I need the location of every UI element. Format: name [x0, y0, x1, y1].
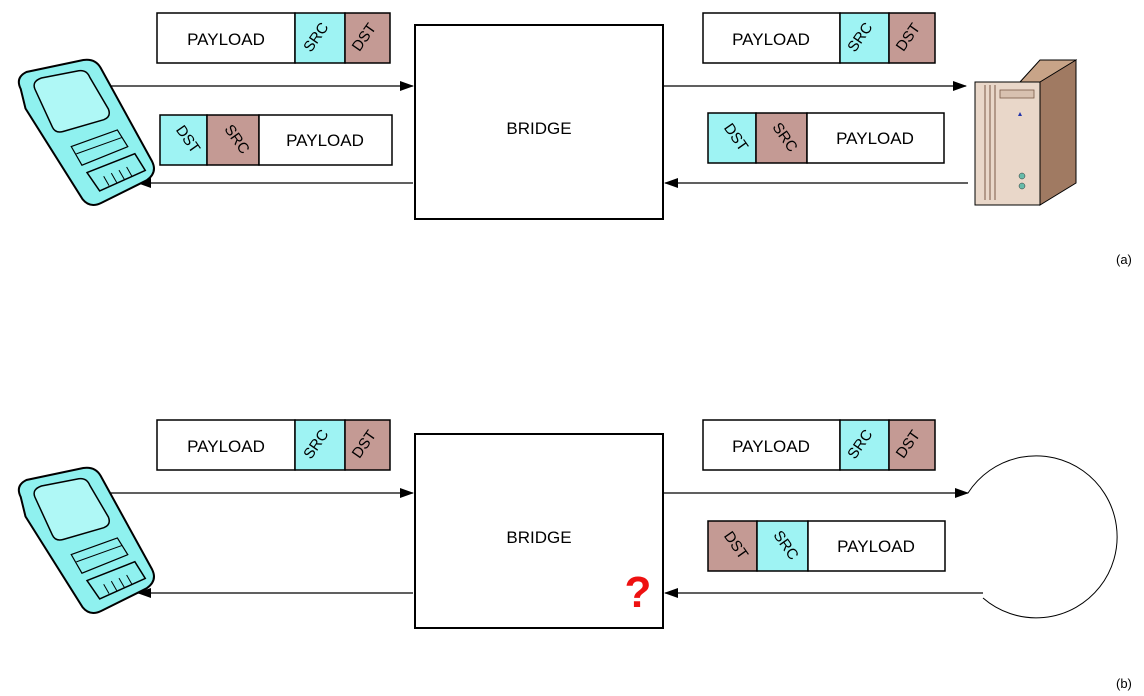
- payload-label: PAYLOAD: [837, 537, 915, 556]
- payload-label: PAYLOAD: [187, 30, 265, 49]
- payload-label: PAYLOAD: [286, 131, 364, 150]
- handheld-device-icon: [17, 58, 155, 207]
- bridge-label-a: BRIDGE: [506, 119, 571, 138]
- caption-b: (b): [1116, 676, 1132, 691]
- frame-in-left-a: PAYLOAD SRC DST: [156, 12, 391, 64]
- bridge-label-b: BRIDGE: [506, 528, 571, 547]
- frame-in-right-b: PAYLOAD SRC DST: [702, 419, 936, 471]
- loop-icon: [967, 455, 1118, 619]
- frame-out-left-a: DST SRC PAYLOAD: [159, 114, 393, 166]
- payload-label: PAYLOAD: [732, 437, 810, 456]
- payload-label: PAYLOAD: [836, 129, 914, 148]
- question-mark: ?: [625, 568, 652, 617]
- frame-in-right-a: PAYLOAD SRC DST: [702, 12, 936, 64]
- frame-loop-b: DST SRC PAYLOAD: [707, 520, 946, 572]
- panel-b: BRIDGE ? PAYLOAD SRC DST PAYLOAD SRC DST: [17, 419, 1132, 691]
- frame-in-left-b: PAYLOAD SRC DST: [156, 419, 391, 471]
- panel-a: BRIDGE PAYLOAD SRC DST DST SRC PAYLOAD: [17, 12, 1132, 267]
- handheld-device-icon: [17, 466, 155, 615]
- server-tower-icon: [974, 59, 1078, 206]
- bridge-box-a: [414, 24, 664, 220]
- bridge-box-b: [414, 433, 664, 629]
- payload-label: PAYLOAD: [187, 437, 265, 456]
- frame-out-right-a: DST SRC PAYLOAD: [707, 112, 945, 164]
- caption-a: (a): [1116, 252, 1132, 267]
- payload-label: PAYLOAD: [732, 30, 810, 49]
